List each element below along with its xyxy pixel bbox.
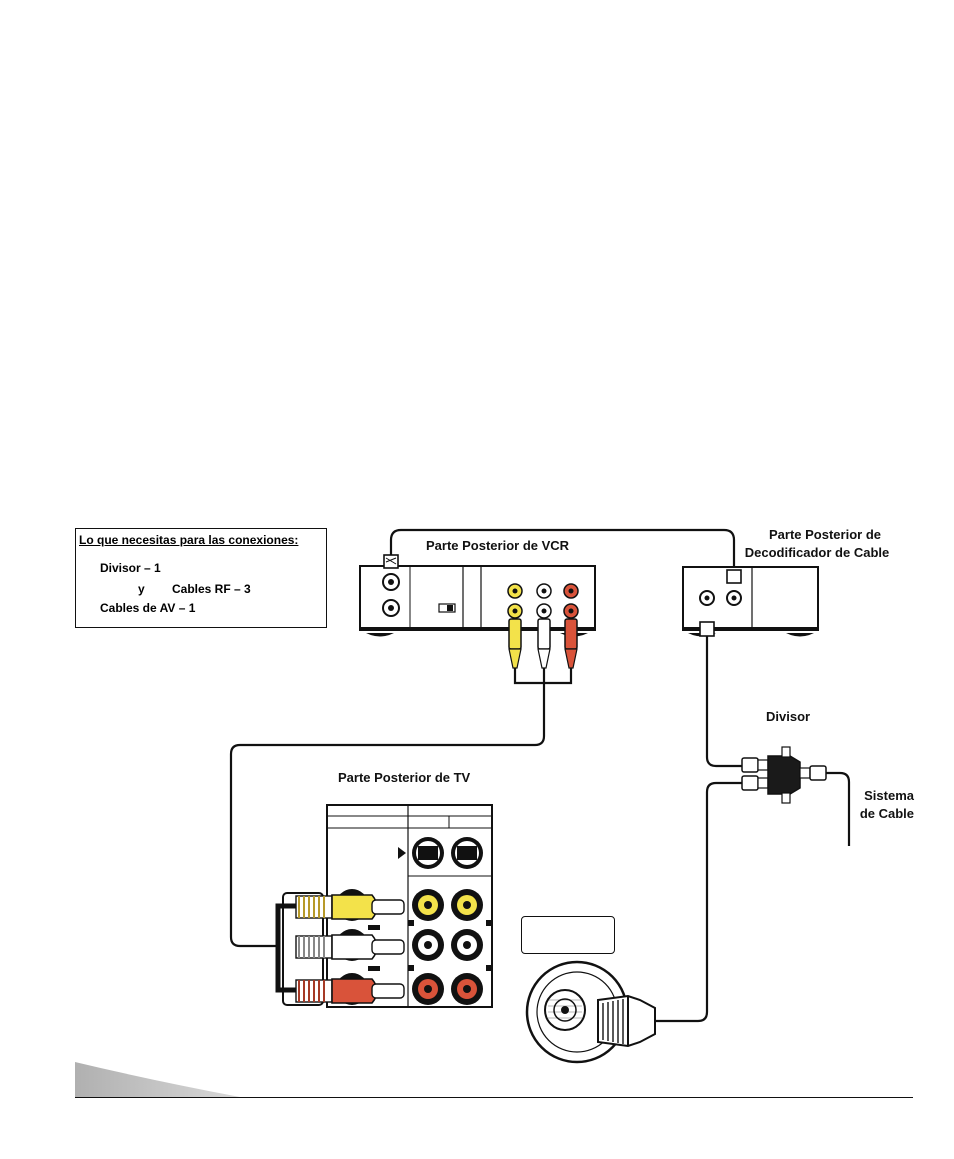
tv-back-panel: [326, 804, 493, 1008]
decoder-rf-plug-top: [726, 569, 742, 584]
needs-item-av-cables: Cables de AV – 1: [100, 601, 196, 615]
vcr-rf-plug: [383, 554, 399, 569]
label-vcr-back: Parte Posterior de VCR: [426, 538, 570, 553]
tv-rf-plug: [597, 994, 656, 1048]
needs-item-rf-cables: Cables RF – 3: [172, 582, 251, 596]
tv-av-bundle-bracket: [275, 903, 296, 993]
label-decoder-back-line2: Decodificador de Cable: [745, 545, 889, 560]
needs-box: Lo que necesitas para las conexiones: Di…: [75, 528, 327, 628]
decoder-unit: [682, 566, 819, 637]
tv-rca-plug-white: [295, 934, 405, 960]
vcr-unit: [359, 565, 596, 637]
label-tv-back: Parte Posterior de TV: [338, 770, 471, 785]
tv-rca-plug-red: [295, 978, 405, 1004]
label-splitter: Divisor: [766, 709, 810, 724]
rf-cable-vcr-decoder: [389, 528, 736, 574]
blank-label-box: [521, 916, 615, 954]
decoder-rf-plug-bottom: [699, 621, 715, 637]
label-decoder-back-line1: Parte Posterior de: [769, 527, 881, 542]
footer-tab: [75, 1062, 240, 1097]
splitter: [741, 746, 827, 804]
label-cable-system-line2: de Cable: [860, 806, 914, 821]
needs-item-splitter: Divisor – 1: [100, 561, 161, 575]
av-cable-to-tv: [229, 668, 546, 948]
tv-rca-plug-yellow: [295, 894, 405, 920]
needs-item-prefix: y: [138, 582, 145, 596]
rf-cable-decoder-splitter: [705, 636, 742, 768]
rf-cable-splitter-tv: [655, 781, 742, 1023]
cable-system-line: [826, 771, 851, 846]
vcr-rca-plugs: [508, 618, 578, 669]
label-cable-system-line1: Sistema: [864, 788, 915, 803]
needs-title: Lo que necesitas para las conexiones:: [79, 533, 299, 547]
page-rule: [75, 1097, 913, 1098]
